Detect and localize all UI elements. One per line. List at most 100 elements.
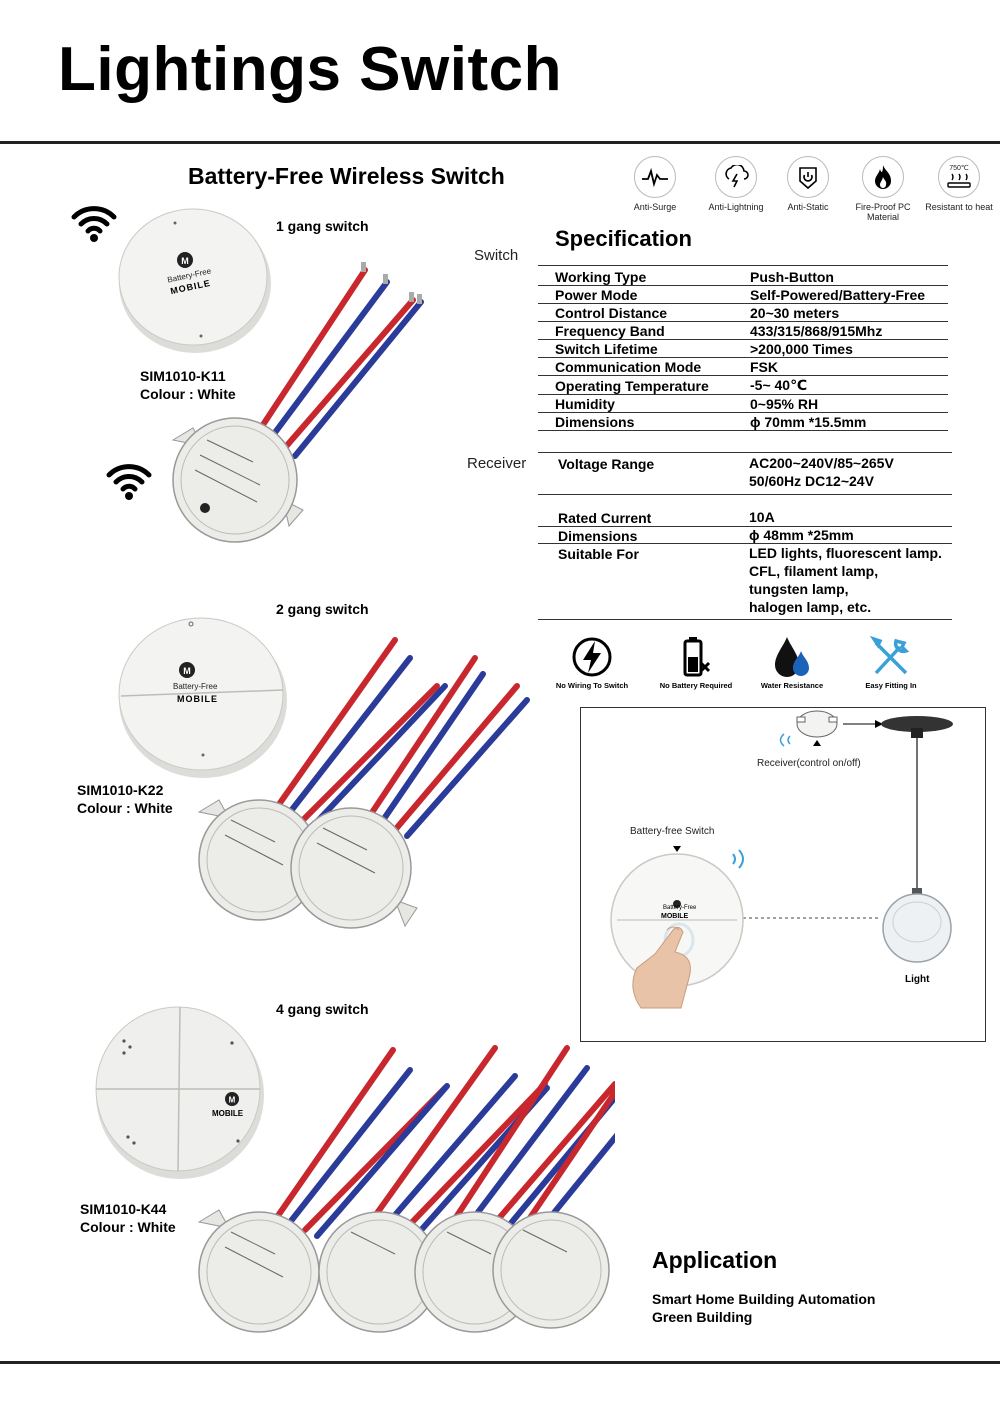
svg-text:M: M: [183, 666, 191, 676]
receiver-suitable-key: Suitable For: [558, 546, 639, 562]
suitable-line: CFL, filament lamp,: [749, 563, 879, 579]
switch-4-gang: M MOBILE: [92, 1003, 267, 1188]
page-title: Lightings Switch: [58, 35, 562, 104]
heat-icon: 750℃: [938, 156, 980, 198]
receiver-rule: [538, 494, 952, 495]
diagram-switch-brand: MOBILE: [661, 913, 689, 920]
spec-key: Dimensions: [555, 414, 635, 430]
spec-key: Communication Mode: [555, 359, 702, 375]
suitable-line: LED lights, fluorescent lamp.: [749, 545, 942, 561]
gang-label-1: 1 gang switch: [276, 218, 369, 234]
feature-water-resistance: Water Resistance: [742, 635, 842, 690]
switch-1-gang: M Battery-Free MOBILE: [115, 205, 275, 360]
feature-label: Anti-Surge: [633, 202, 677, 212]
gang-label-2: 2 gang switch: [276, 601, 369, 617]
receivers-2-gang: [195, 630, 545, 945]
flame-icon: [862, 156, 904, 198]
model-colour: Colour : White: [77, 800, 173, 816]
spec-key: Control Distance: [555, 305, 668, 321]
spec-value: Push-Button: [750, 269, 834, 285]
voltage-line: AC200~240V/85~265V: [749, 455, 894, 471]
feature-label: Resistant to heat: [925, 202, 993, 212]
product-info-4: SIM1010-K44 Colour : White: [80, 1200, 176, 1236]
feature-heat-resistant: 750℃ Resistant to heat: [919, 156, 999, 212]
suitable-line: halogen lamp, etc.: [749, 599, 872, 615]
receiver-voltage-value: AC200~240V/85~265V 50/60Hz DC12~24V: [749, 454, 894, 490]
tools-icon: [841, 635, 941, 681]
water-drop-icon: [742, 635, 842, 681]
spec-key: Operating Temperature: [555, 378, 709, 394]
receiver-caption: Receiver(control on/off): [757, 758, 861, 769]
model-colour: Colour : White: [80, 1219, 176, 1235]
feature-anti-surge: Anti-Surge: [615, 156, 695, 212]
light-caption: Light: [905, 974, 930, 985]
feature-label: No Wiring To Switch: [555, 681, 629, 690]
product-info-1: SIM1010-K11 Colour : White: [140, 367, 236, 403]
receiver-top-rule: [538, 452, 952, 453]
spec-row: Working Type Push-Button: [538, 268, 948, 286]
receivers-4-gang: [195, 1040, 668, 1345]
feature-anti-static: Anti-Static: [768, 156, 848, 212]
switch-print-line: Battery-Free: [173, 682, 218, 691]
spec-value: -5~ 40℃: [750, 377, 808, 393]
receiver-suitable-value: LED lights, fluorescent lamp. CFL, filam…: [749, 544, 942, 616]
switch-brand: MOBILE: [212, 1109, 244, 1118]
feature-label: Anti-Lightning: [708, 202, 764, 212]
receiver-1-gang: [165, 250, 445, 565]
lightning-icon: [715, 156, 757, 198]
receiver-rule: [538, 543, 952, 544]
spec-key: Switch Lifetime: [555, 341, 658, 357]
page-subtitle: Battery-Free Wireless Switch: [188, 163, 505, 189]
heat-badge: 750℃: [949, 165, 969, 172]
power-icon: [787, 156, 829, 198]
header-divider: [0, 141, 1000, 144]
receiver-voltage-key: Voltage Range: [558, 456, 655, 472]
footer-divider: [0, 1361, 1000, 1364]
receiver-bottom-rule: [538, 619, 952, 620]
wifi-icon: [105, 460, 153, 507]
receiver-dim-value: ϕ 48mm *25mm: [749, 527, 854, 543]
spec-key: Humidity: [555, 396, 615, 412]
model-name: SIM1010-K44: [80, 1201, 167, 1217]
spec-value: >200,000 Times: [750, 341, 853, 357]
receiver-current-value: 10A: [749, 509, 775, 525]
switch-brand: MOBILE: [177, 694, 218, 704]
suitable-line: tungsten lamp,: [749, 581, 849, 597]
spec-row: Operating Temperature -5~ 40℃: [538, 377, 948, 395]
application-item: Smart Home Building Automation: [652, 1291, 876, 1307]
feature-label: Easy Fitting In: [865, 681, 917, 690]
wifi-icon: [70, 203, 118, 248]
receiver-rule: [538, 526, 952, 527]
model-name: SIM1010-K11: [140, 368, 226, 384]
model-name: SIM1010-K22: [77, 782, 164, 798]
product-info-2: SIM1010-K22 Colour : White: [77, 781, 173, 817]
no-battery-icon: [646, 635, 746, 681]
spec-key: Working Type: [555, 269, 647, 285]
feature-label: Anti-Static: [787, 202, 829, 212]
gang-label-4: 4 gang switch: [276, 1001, 369, 1017]
spec-row: Frequency Band 433/315/868/915Mhz: [538, 322, 948, 340]
spec-title: Specification: [555, 226, 692, 251]
spec-row: Switch Lifetime >200,000 Times: [538, 340, 948, 358]
feature-no-battery: No Battery Required: [646, 635, 746, 690]
diagram-switch-print: Battery-Free: [663, 905, 697, 911]
spec-value: 0~95% RH: [750, 396, 819, 412]
receiver-dim-key: Dimensions: [558, 528, 638, 544]
feature-label: Fire-Proof PC Material: [855, 202, 911, 222]
feature-anti-lightning: Anti-Lightning: [696, 156, 776, 212]
voltage-line: 50/60Hz DC12~24V: [749, 473, 874, 489]
spec-row: Communication Mode FSK: [538, 358, 948, 376]
spec-key: Frequency Band: [555, 323, 665, 339]
feature-no-wiring: No Wiring To Switch: [542, 635, 642, 690]
feature-easy-fitting: Easy Fitting In: [841, 635, 941, 690]
surge-icon: [634, 156, 676, 198]
spec-value: 433/315/868/915Mhz: [750, 323, 883, 339]
spec-top-rule: [538, 265, 948, 266]
no-wiring-icon: [542, 635, 642, 681]
feature-fire-proof: Fire-Proof PC Material: [843, 156, 923, 222]
model-colour: Colour : White: [140, 386, 236, 402]
application-item: Green Building: [652, 1309, 753, 1325]
switch-section-label: Switch: [474, 247, 519, 264]
spec-value: FSK: [750, 359, 778, 375]
